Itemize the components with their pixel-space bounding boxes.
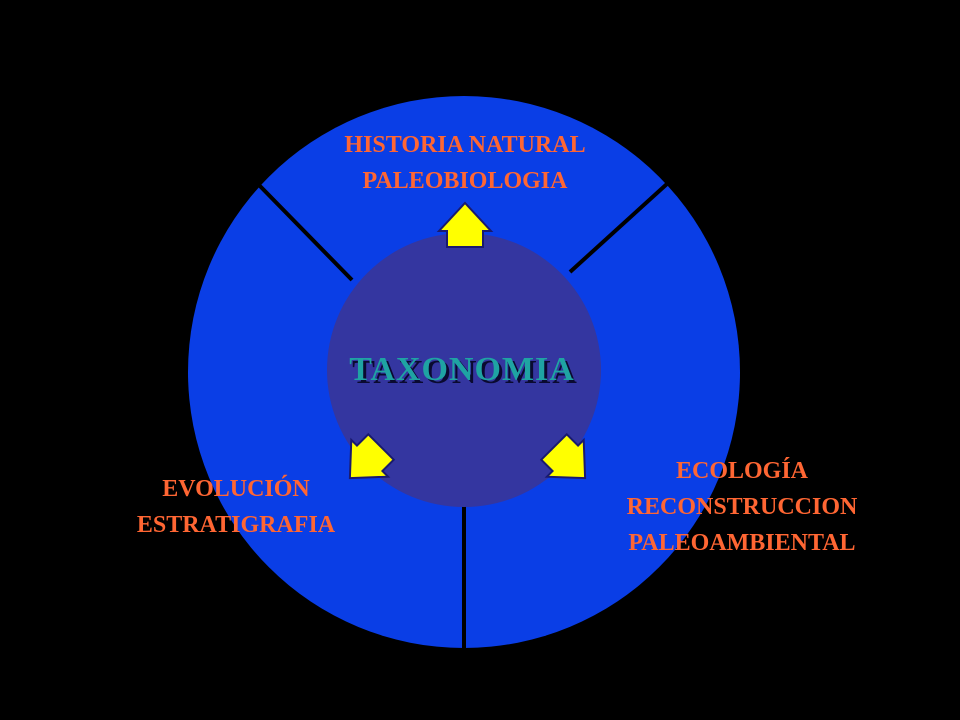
label-reconstruccion: RECONSTRUCCION bbox=[627, 494, 858, 520]
arrow-down-right-icon bbox=[539, 432, 587, 480]
center-label-shadow: TAXONOMIA bbox=[352, 354, 578, 391]
label-ecologia: ECOLOGÍA bbox=[676, 458, 809, 484]
divider-line-right bbox=[568, 181, 670, 274]
label-paleoambiental: PALEOAMBIENTAL bbox=[628, 530, 855, 556]
label-historia-natural: HISTORIA NATURAL bbox=[344, 132, 585, 158]
label-estratigrafia: ESTRATIGRAFIA bbox=[137, 512, 336, 538]
arrow-down-left-icon bbox=[348, 432, 396, 480]
divider-line-left bbox=[256, 182, 354, 282]
arrow-up-icon bbox=[436, 201, 494, 248]
label-paleobiologia: PALEOBIOLOGIA bbox=[363, 168, 569, 194]
center-label-taxonomia: TAXONOMIA bbox=[349, 351, 575, 388]
label-evolucion: EVOLUCIÓN bbox=[162, 475, 310, 502]
inner-circle bbox=[327, 233, 601, 507]
